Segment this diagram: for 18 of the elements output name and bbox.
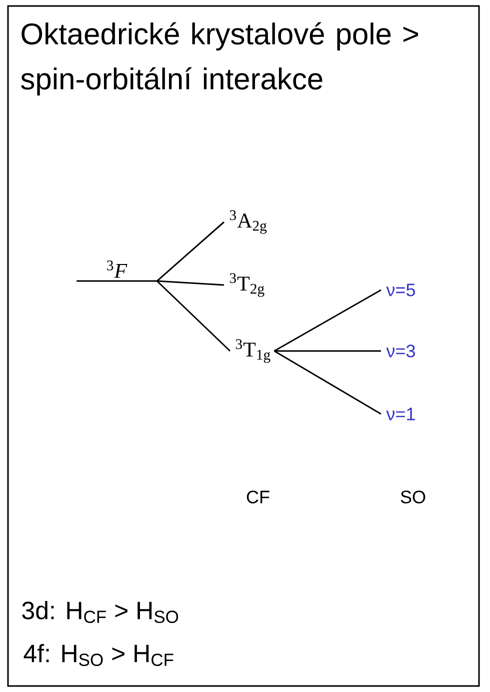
title: Oktaedrické krystalové pole > spin-orbitální interakce — [21, 22, 418, 96]
note-text: 4f: H$_{SO}$ > H$_{CF}$ — [24, 644, 174, 666]
axis-label: CF — [246, 490, 270, 504]
splitting-line — [274, 289, 382, 352]
splitting-line — [274, 350, 382, 415]
level-label: $^{3}$A$_{2g}$ — [230, 210, 267, 234]
level-label: ν=1 — [386, 408, 415, 420]
level-label: ν=5 — [386, 284, 415, 296]
splitting-line — [156, 280, 231, 352]
note-text: 3d: H$_{CF}$ > H$_{SO}$ — [22, 601, 178, 624]
splitting-line — [156, 280, 224, 286]
level-label: $^{3}$F — [76, 260, 157, 282]
level-label: ν=3 — [386, 344, 415, 358]
axis-label: SO — [400, 490, 426, 504]
splitting-line — [274, 350, 381, 352]
level-label: $^{3}$T$_{1g}$ — [236, 339, 270, 363]
splitting-line — [156, 221, 224, 282]
level-label: $^{3}$T$_{2g}$ — [230, 273, 264, 297]
